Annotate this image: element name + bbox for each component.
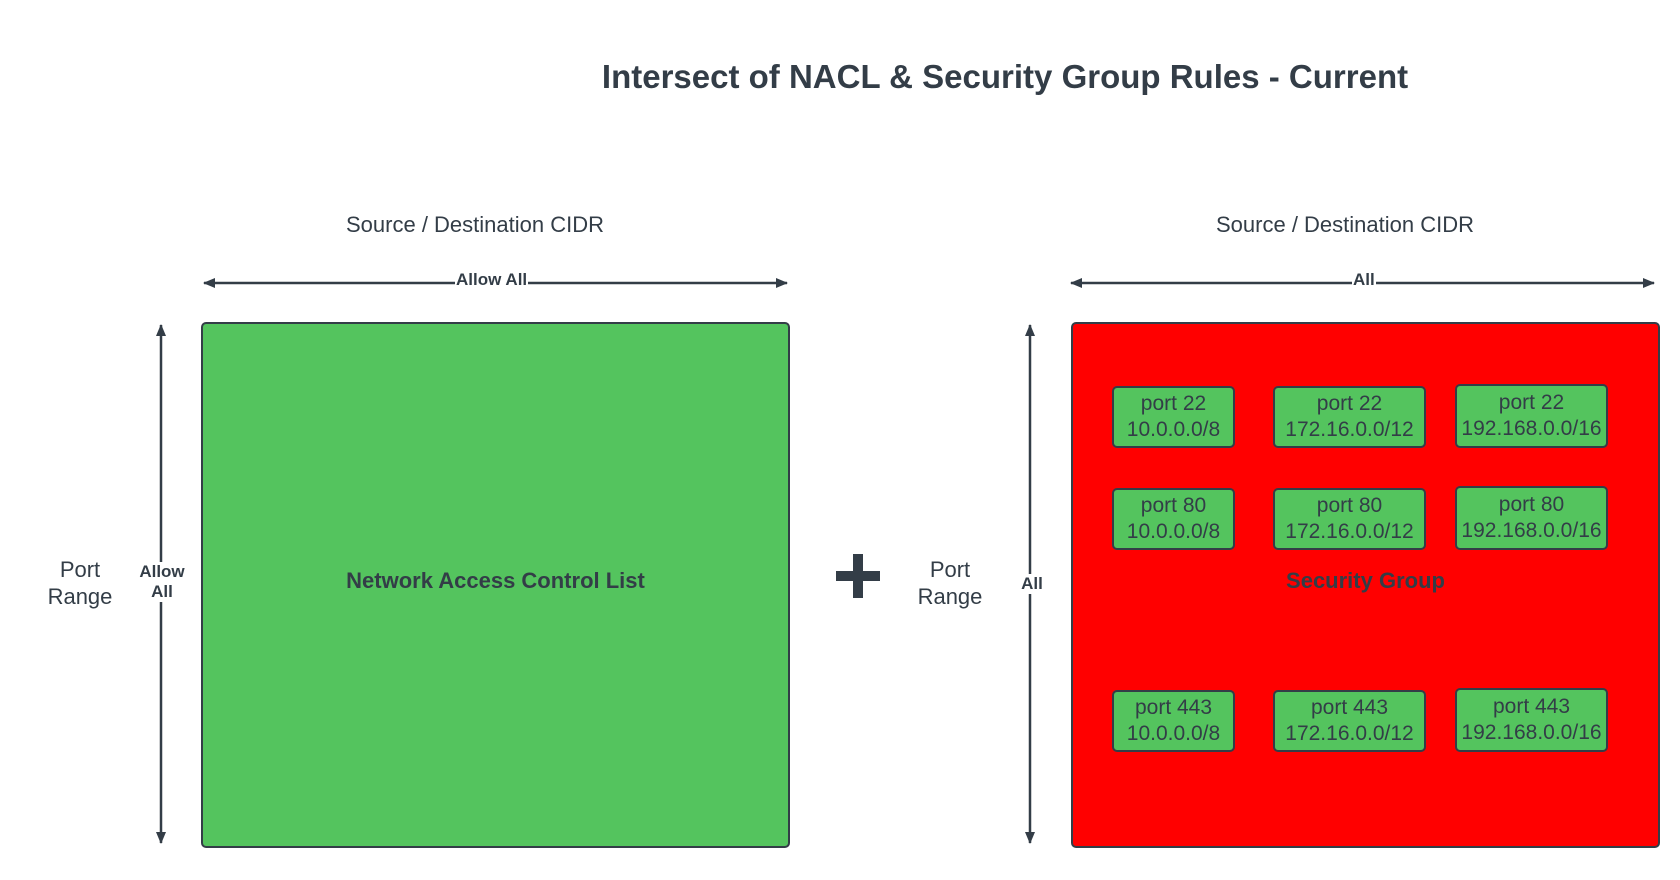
sg-rule-port: port 80 (1316, 494, 1383, 517)
sg-rule-cidr: 172.16.0.0/12 (1285, 520, 1414, 543)
sg-y-arrow-label: All (1018, 574, 1046, 594)
sg-rule-port: port 22 (1498, 391, 1565, 414)
sg-rule-cidr: 192.168.0.0/16 (1461, 417, 1602, 440)
sg-rule-cidr: 172.16.0.0/12 (1285, 722, 1414, 745)
sg-rule-cidr: 10.0.0.0/8 (1126, 722, 1221, 745)
nacl-x-arrow-label: Allow All (455, 270, 529, 290)
sg-x-arrow-label: All (1352, 270, 1376, 290)
nacl-box: Network Access Control List (201, 322, 790, 848)
sg-rule: port 443 172.16.0.0/12 (1273, 690, 1426, 752)
nacl-y-arrow-label-line1: Allow (139, 562, 185, 581)
sg-rule-cidr: 192.168.0.0/16 (1461, 519, 1602, 542)
sg-y-axis-title-line2: Range (917, 584, 983, 609)
nacl-label: Network Access Control List (346, 568, 645, 593)
security-group-box: Security Group port 22 10.0.0.0/8 port 2… (1071, 322, 1660, 848)
sg-rule-port: port 80 (1140, 494, 1207, 517)
nacl-y-axis-title-line1: Port (59, 557, 101, 582)
sg-rule: port 80 10.0.0.0/8 (1112, 488, 1235, 550)
plus-icon (834, 540, 882, 612)
sg-rule-cidr: 172.16.0.0/12 (1285, 418, 1414, 441)
sg-rule: port 22 10.0.0.0/8 (1112, 386, 1235, 448)
sg-rule-port: port 80 (1498, 493, 1565, 516)
nacl-y-arrow-label-line2: All (151, 582, 173, 601)
sg-y-axis-title: Port Range (910, 556, 990, 610)
sg-rule-port: port 443 (1492, 695, 1571, 718)
sg-rule: port 80 192.168.0.0/16 (1455, 486, 1608, 550)
sg-rule: port 443 192.168.0.0/16 (1455, 688, 1608, 752)
sg-rule-port: port 443 (1310, 696, 1389, 719)
sg-rule: port 22 192.168.0.0/16 (1455, 384, 1608, 448)
sg-rule-port: port 443 (1134, 696, 1213, 719)
sg-x-axis-title: Source / Destination CIDR (1216, 212, 1474, 237)
sg-rule: port 22 172.16.0.0/12 (1273, 386, 1426, 448)
page-title: Intersect of NACL & Security Group Rules… (601, 58, 1409, 95)
nacl-x-axis-title: Source / Destination CIDR (346, 212, 604, 237)
nacl-y-arrow-label: Allow All (134, 562, 190, 602)
security-group-label: Security Group (1286, 568, 1445, 593)
sg-rule-cidr: 192.168.0.0/16 (1461, 721, 1602, 744)
sg-rule-cidr: 10.0.0.0/8 (1126, 418, 1221, 441)
sg-rule-port: port 22 (1316, 392, 1383, 415)
sg-rule-cidr: 10.0.0.0/8 (1126, 520, 1221, 543)
sg-y-axis-title-line1: Port (929, 557, 971, 582)
sg-rule: port 80 172.16.0.0/12 (1273, 488, 1426, 550)
sg-rule: port 443 10.0.0.0/8 (1112, 690, 1235, 752)
nacl-y-axis-title-line2: Range (47, 584, 113, 609)
sg-rule-port: port 22 (1140, 392, 1207, 415)
nacl-y-axis-title: Port Range (40, 556, 120, 610)
